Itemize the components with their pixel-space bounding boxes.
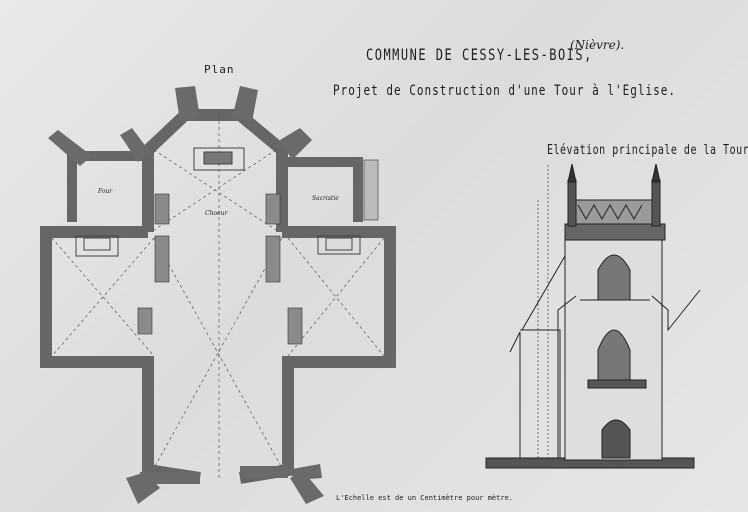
drawing-subtitle: Projet de Construction d'une Tour à l'Eg… <box>333 82 677 99</box>
room-label-sacristie: Sacristie <box>312 195 339 202</box>
right-transept-walls <box>239 226 396 484</box>
room-label-four: Four <box>98 188 113 195</box>
room-label-choeur: Choeur <box>205 210 228 217</box>
altars <box>75 147 361 257</box>
floor-plan <box>40 109 396 484</box>
tower-elevation <box>485 163 701 469</box>
department-note: (Nièvre). <box>570 38 625 52</box>
scale-note: L'Echelle est de un Centimètre pour mètr… <box>336 494 514 502</box>
drawing-title: COMMUNE DE CESSY-LES-BOIS, <box>366 45 593 65</box>
left-transept-walls <box>40 226 201 484</box>
stalls <box>137 159 379 345</box>
vault-lines <box>51 115 385 478</box>
buttresses <box>48 86 324 504</box>
plan-label: Plan <box>204 63 235 76</box>
elevation-label: Elévation principale de la Tour. <box>547 143 748 158</box>
sacristy-walls <box>282 157 363 222</box>
